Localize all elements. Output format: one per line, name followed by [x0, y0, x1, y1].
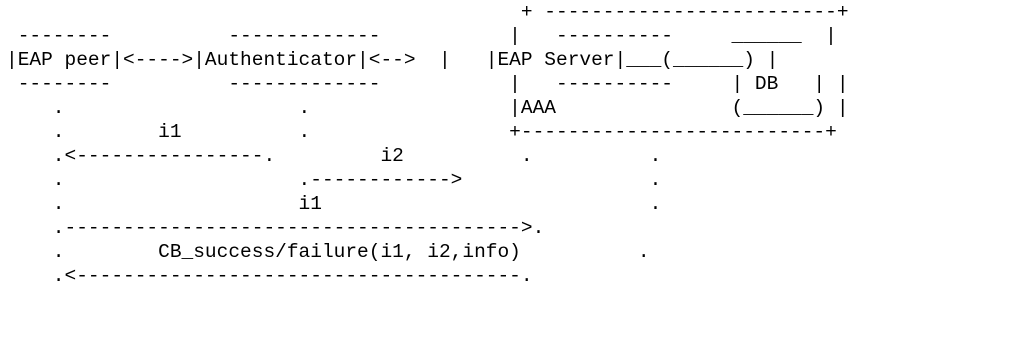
- line-12: .<--------------------------------------…: [6, 265, 533, 287]
- line-10: .---------------------------------------…: [6, 217, 545, 239]
- ascii-diagram: + -------------------------+ -------- --…: [6, 0, 849, 288]
- line-4: -------- ------------- | ---------- | DB…: [6, 73, 849, 95]
- line-3: |EAP peer|<---->|Authenticator|<--> | |E…: [6, 49, 779, 71]
- line-5: . . |AAA (______) |: [6, 97, 849, 119]
- line-7: .<----------------. i2 . .: [6, 145, 662, 167]
- line-11: . CB_success/failure(i1, i2,info) .: [6, 241, 650, 263]
- line-9: . i1 .: [6, 193, 662, 215]
- line-8: . .------------> .: [6, 169, 662, 191]
- line-1: + -------------------------+: [6, 1, 849, 23]
- line-2: -------- ------------- | ---------- ____…: [6, 25, 837, 47]
- line-6: . i1 . +--------------------------+: [6, 121, 837, 143]
